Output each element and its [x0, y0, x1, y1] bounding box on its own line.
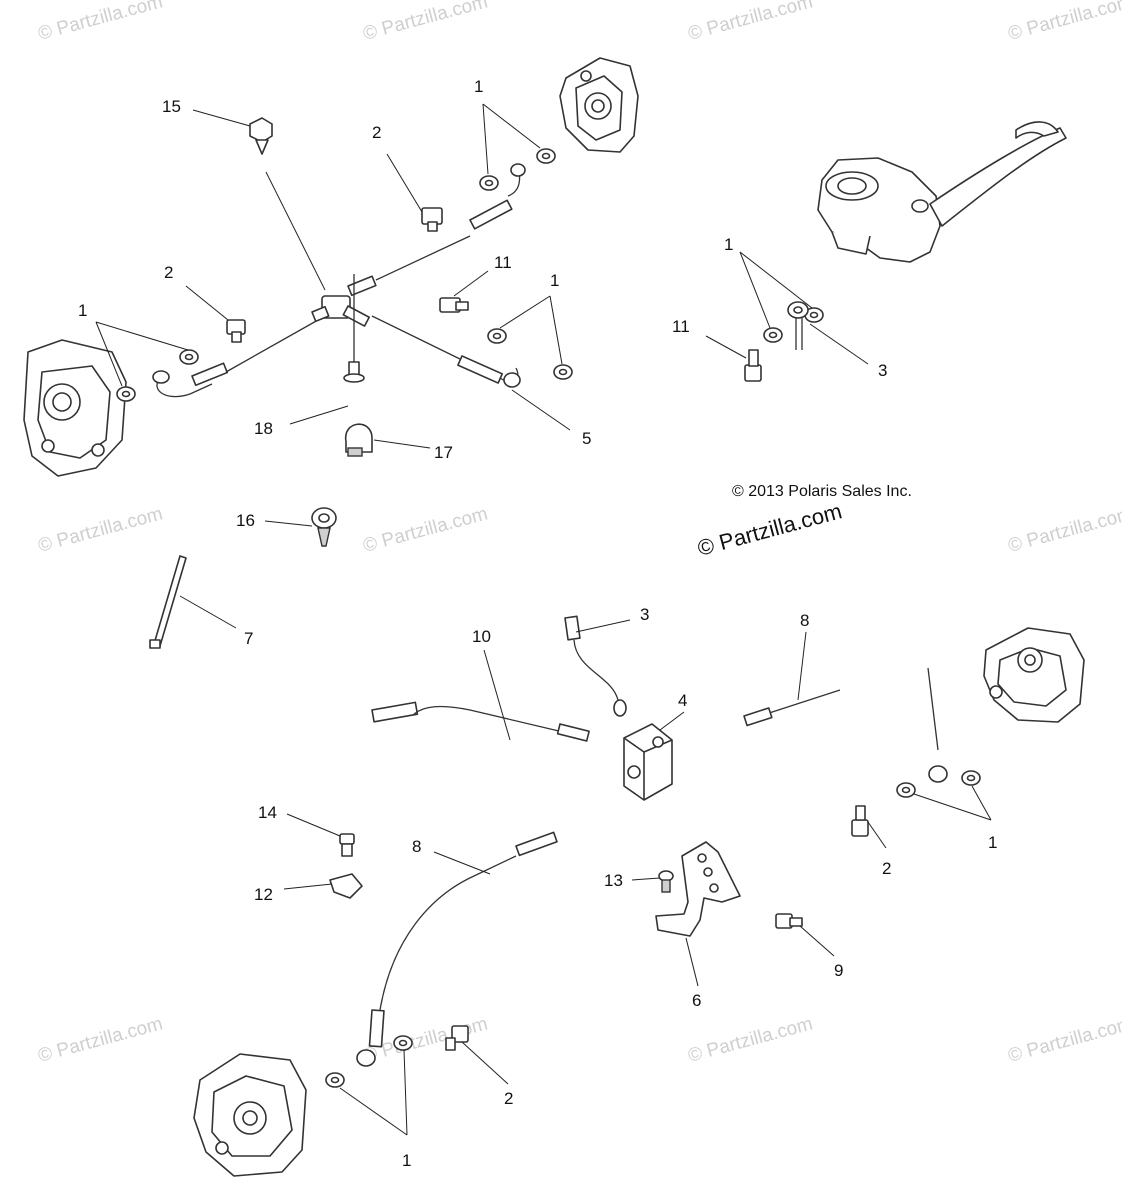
screw-icon	[658, 870, 674, 893]
callout-1: 1	[724, 235, 733, 254]
callout-13: 13	[604, 871, 623, 890]
brake-line-10	[371, 701, 590, 742]
brake-line-8-lower	[356, 831, 558, 1067]
p-clip-icon	[329, 873, 363, 899]
push-clip-icon	[311, 507, 337, 547]
watermark: © Partzilla.com	[1006, 503, 1122, 556]
bolt-icon	[339, 833, 355, 857]
copyright-notice: © 2013 Polaris Sales Inc.	[732, 483, 912, 500]
brake-caliper-icon	[23, 339, 127, 477]
callout-1: 1	[474, 77, 483, 96]
callout-2: 2	[882, 859, 891, 878]
washer-icon	[479, 148, 556, 191]
rivet-icon	[343, 274, 365, 383]
watermark: © Partzilla.com	[361, 0, 490, 45]
brake-caliper-icon	[983, 627, 1085, 723]
p-clip-icon	[345, 423, 373, 457]
master-cylinder-icon	[817, 121, 1067, 263]
callout-15: 15	[162, 97, 181, 116]
brake-caliper-icon	[559, 57, 639, 153]
callout-11: 11	[494, 253, 512, 272]
callout-2: 2	[504, 1089, 513, 1108]
callout-6: 6	[692, 991, 701, 1010]
callout-14: 14	[258, 803, 277, 822]
washer-icon	[896, 770, 981, 798]
tee-junction	[311, 275, 377, 327]
watermark: © Partzilla.com	[686, 0, 815, 45]
watermark-group: © Partzilla.com © Partzilla.com © Partzi…	[36, 0, 1122, 1067]
callout-9: 9	[834, 961, 843, 980]
callout-1: 1	[988, 833, 997, 852]
callout-3: 3	[878, 361, 887, 380]
watermark: © Partzilla.com	[1006, 1013, 1122, 1066]
callout-4: 4	[678, 691, 687, 710]
banjo-fitting-icon	[787, 301, 809, 350]
callout-17: 17	[434, 443, 453, 462]
callout-2: 2	[164, 263, 173, 282]
brake-hose-left	[152, 319, 319, 398]
leader-lines	[95, 103, 992, 1136]
callout-11: 11	[672, 317, 690, 336]
callout-8: 8	[800, 611, 809, 630]
callout-7: 7	[244, 629, 253, 648]
washer-icon	[116, 349, 199, 402]
mounting-bracket-icon	[655, 841, 741, 937]
brake-hose-upper	[375, 163, 526, 281]
watermark: © Partzilla.com	[361, 503, 490, 556]
watermark: © Partzilla.com	[36, 0, 165, 45]
watermark: © Partzilla.com	[36, 503, 165, 556]
banjo-bolt-icon	[439, 297, 469, 313]
banjo-bolt-icon	[744, 349, 762, 382]
washer-icon	[325, 1035, 413, 1088]
push-pin-icon	[249, 117, 273, 155]
brake-caliper-icon	[193, 1053, 307, 1177]
callout-10: 10	[472, 627, 491, 646]
callout-12: 12	[254, 885, 273, 904]
callout-3: 3	[640, 605, 649, 624]
watermark: © Partzilla.com	[686, 1013, 815, 1066]
brake-hose-lower	[371, 315, 521, 388]
watermark-overlay: © Partzilla.com	[695, 498, 845, 561]
bolt-icon	[775, 913, 803, 929]
junction-block-icon	[623, 723, 673, 801]
callout-18: 18	[254, 419, 273, 438]
banjo-bolt-icon	[851, 805, 869, 837]
brake-line-8-upper	[743, 689, 841, 727]
callout-labels: 15 2 1 1 2 11 1 1 11 3 18 5 17 16 7 3 10…	[78, 77, 997, 1170]
callout-5: 5	[582, 429, 591, 448]
banjo-bolt-icon	[445, 1025, 469, 1051]
callout-8: 8	[412, 837, 421, 856]
callout-2: 2	[372, 123, 381, 142]
callout-16: 16	[236, 511, 255, 530]
brake-hose-rear-short	[564, 615, 627, 717]
banjo-bolt-icon	[226, 207, 443, 343]
watermark: © Partzilla.com	[1006, 0, 1122, 45]
brake-hose-rear-right	[927, 667, 948, 783]
callout-1: 1	[550, 271, 559, 290]
callout-1: 1	[402, 1151, 411, 1170]
callout-1: 1	[78, 301, 87, 320]
cable-tie-icon	[149, 555, 187, 649]
washer-icon	[763, 307, 824, 343]
washer-icon	[487, 328, 573, 380]
watermark: © Partzilla.com	[36, 1013, 165, 1066]
